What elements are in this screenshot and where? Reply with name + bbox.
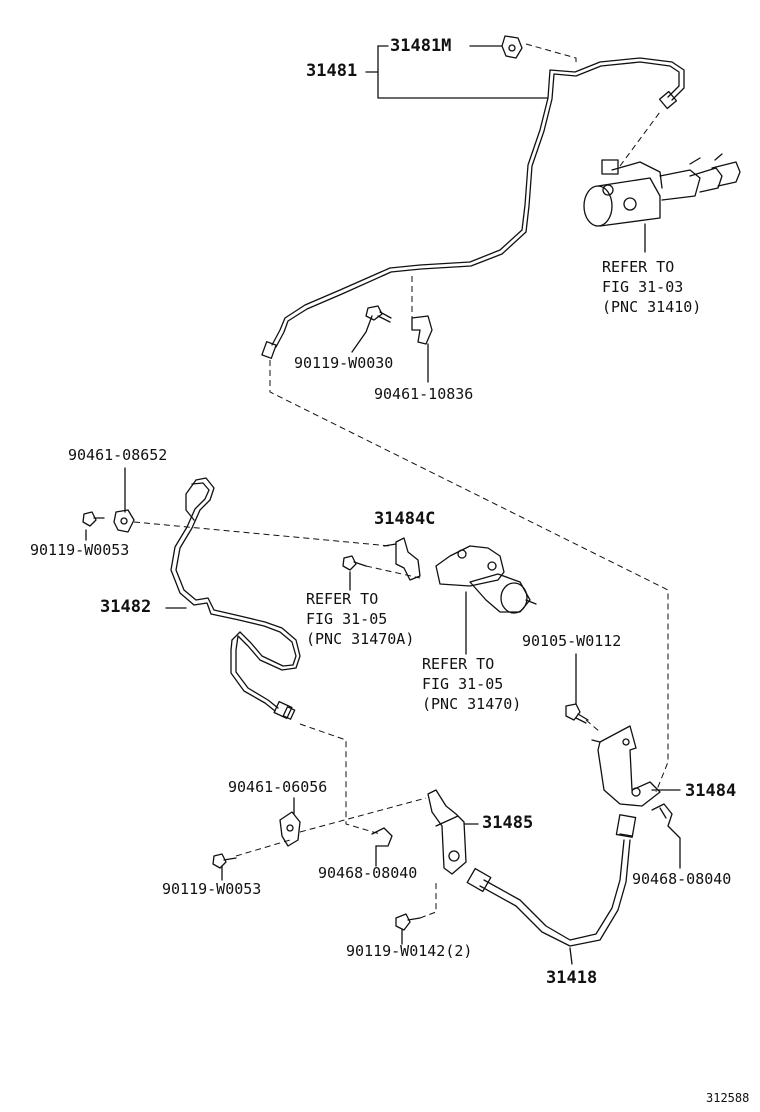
label-90468-08040-right: 90468-08040 [632, 870, 732, 888]
refer-fig-31-05-b: REFER TO FIG 31-05 (PNC 31470) [422, 655, 522, 713]
clutch-tube-31481 [271, 57, 685, 348]
fitting-upper-left [261, 341, 277, 359]
bolt-90119-w0030-icon [365, 305, 392, 323]
clutch-master-cylinder-icon [583, 153, 741, 227]
label-31418: 31418 [546, 968, 598, 988]
label-31484c: 31484C [374, 509, 436, 529]
refer-fig-31-05-a: REFER TO FIG 31-05 (PNC 31470A) [306, 590, 415, 648]
label-31481: 31481 [306, 61, 358, 81]
bracket-31484c-icon [383, 537, 421, 581]
label-90119-w0053-upper: 90119-W0053 [30, 541, 130, 559]
leader-lines [85, 45, 681, 965]
flexible-hose-31418 [466, 814, 637, 947]
fitting-lower-tube [273, 700, 293, 720]
label-31485: 31485 [482, 813, 534, 833]
clutch-tube-31482 [170, 477, 301, 712]
label-90468-08040-left: 90468-08040 [318, 864, 418, 882]
clip-31481m-icon [501, 35, 523, 59]
diagram-id: 312588 [706, 1091, 750, 1105]
fitting-upper-right [658, 90, 678, 110]
clamp-90461-10836-icon [411, 315, 433, 345]
label-90461-06056: 90461-06056 [228, 778, 328, 796]
refer-fig-31-03: REFER TO FIG 31-03 (PNC 31410) [602, 258, 702, 316]
label-90461-10836: 90461-10836 [374, 385, 474, 403]
label-31481m: 31481M [390, 36, 452, 56]
clip-90468-08040-right-icon [651, 803, 673, 827]
bolt-31484c-icon [342, 555, 367, 571]
bolt-90119-w0142-icon [395, 913, 421, 931]
label-90119-w0030: 90119-W0030 [294, 354, 394, 372]
bolt-90119-w0053-icon [82, 511, 105, 527]
bracket-31485-icon [427, 789, 467, 875]
label-90119-w0142: 90119-W0142(2) [346, 942, 473, 960]
clutch-release-cylinder-icon [435, 545, 537, 614]
label-31484: 31484 [685, 781, 737, 801]
clip-90461-08652-icon [113, 509, 135, 533]
label-90105-w0112: 90105-W0112 [522, 632, 622, 650]
label-31482: 31482 [100, 597, 152, 617]
clip-90461-06056-icon [279, 811, 301, 847]
clip-90468-08040-left-icon [371, 827, 393, 847]
bracket-31484-icon [591, 725, 661, 807]
label-90119-w0053-lower: 90119-W0053 [162, 880, 262, 898]
bolt-90105-w0112-icon [565, 703, 589, 724]
label-90461-08652: 90461-08652 [68, 446, 168, 464]
bolt-90119-w0053-lower-icon [212, 853, 237, 869]
